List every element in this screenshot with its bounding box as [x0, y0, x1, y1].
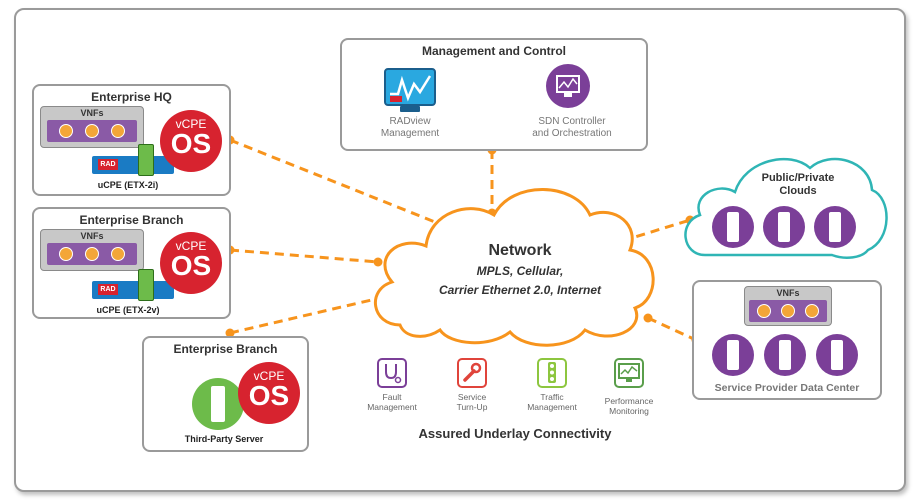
- traffic-management-label: Traffic Management: [527, 392, 577, 412]
- performance-monitoring-label: Performance Monitoring: [604, 396, 654, 416]
- connection-lines: [229, 138, 697, 342]
- monitor-graph-icon: [614, 358, 644, 388]
- third-party-server-icon: [192, 378, 244, 430]
- traffic-light-icon: [537, 358, 567, 388]
- dc-server-2-icon: [764, 334, 806, 376]
- os-label: OS: [170, 128, 212, 159]
- sdn-controller-label: SDN Controller and Orchestration: [532, 116, 612, 139]
- branch2-vcpe-os-badge: vCPE OS: [238, 362, 300, 424]
- vnf-router-icon: [781, 304, 795, 318]
- hq-vcpe-os-badge: vCPE OS: [160, 110, 222, 172]
- stethoscope-icon: [377, 358, 407, 388]
- datacenter-title: Service Provider Data Center: [714, 382, 860, 394]
- cloud-server-2-icon: [763, 206, 805, 248]
- link-datacenter: [647, 316, 697, 342]
- link-hq: [229, 138, 446, 228]
- branch2-device-label: Third-Party Server: [184, 434, 264, 444]
- vnf-router-icon: [85, 124, 99, 138]
- branch1-server-icon: [138, 269, 154, 301]
- vnf-firewall-icon: [59, 247, 73, 261]
- enterprise-hq-box: Enterprise HQ VNFs RAD uCPE (ETX-2i): [32, 84, 231, 196]
- os-label: OS: [248, 380, 290, 411]
- hq-rad-badge: RAD: [98, 159, 118, 170]
- datacenter-vnf-strip: [749, 300, 827, 322]
- vnf-wan-icon: [111, 247, 125, 261]
- vcpe-label: vCPE: [175, 239, 207, 253]
- vcpe-label: vCPE: [253, 369, 285, 383]
- management-box: Management and Control RADview Managemen…: [340, 38, 648, 151]
- cloud-server-1-icon: [712, 206, 754, 248]
- hq-vnfs-label: VNFs: [80, 108, 104, 118]
- hq-vnf-strip: [47, 120, 137, 142]
- branch1-vnfs-label: VNFs: [80, 231, 104, 241]
- service-turn-up-label: Service Turn-Up: [456, 392, 488, 412]
- wrench-icon: [457, 358, 487, 388]
- vnf-wan-icon: [805, 304, 819, 318]
- datacenter-box: VNFs Service Provider Data Center: [692, 280, 882, 400]
- link-branch1: [229, 248, 379, 264]
- network-cloud: [374, 188, 655, 347]
- branch1-vnfs-panel: VNFs: [40, 229, 144, 271]
- vnf-firewall-icon: [59, 124, 73, 138]
- network-line-2: Carrier Ethernet 2.0, Internet: [438, 283, 602, 297]
- datacenter-vnfs-label: VNFs: [776, 288, 800, 298]
- link-branch2: [229, 296, 381, 335]
- dc-server-1-icon: [712, 334, 754, 376]
- network-title: Network: [488, 242, 552, 259]
- assured-underlay-label: Assured Underlay Connectivity: [418, 426, 612, 441]
- clouds-title: Public/Private Clouds: [761, 172, 835, 197]
- vnf-wan-icon: [111, 124, 125, 138]
- management-title: Management and Control: [421, 44, 566, 58]
- network-line-1: MPLS, Cellular,: [476, 264, 564, 278]
- radview-stand: [400, 106, 420, 112]
- vnf-firewall-icon: [757, 304, 771, 318]
- hq-server-icon: [138, 144, 154, 176]
- vcpe-label: vCPE: [175, 117, 207, 131]
- branch1-vnf-strip: [47, 243, 137, 265]
- datacenter-vnfs-panel: VNFs: [744, 286, 832, 326]
- branch1-rad-badge: RAD: [98, 284, 118, 295]
- os-label: OS: [170, 250, 212, 281]
- hq-vnfs-panel: VNFs: [40, 106, 144, 148]
- sdn-controller-icon: [546, 64, 590, 108]
- enterprise-branch-1-title: Enterprise Branch: [79, 213, 184, 227]
- dc-server-3-icon: [816, 334, 858, 376]
- enterprise-hq-title: Enterprise HQ: [91, 90, 172, 104]
- hq-device-label: uCPE (ETX-2i): [97, 180, 159, 190]
- branch1-vcpe-os-badge: vCPE OS: [160, 232, 222, 294]
- radview-icon: [384, 68, 436, 106]
- radview-label: RADview Management: [380, 116, 440, 139]
- branch1-device-label: uCPE (ETX-2v): [96, 305, 160, 315]
- enterprise-branch-2-title: Enterprise Branch: [173, 342, 278, 356]
- link-clouds: [621, 218, 691, 243]
- fault-management-label: Fault Management: [367, 392, 417, 412]
- cloud-server-3-icon: [814, 206, 856, 248]
- vnf-router-icon: [85, 247, 99, 261]
